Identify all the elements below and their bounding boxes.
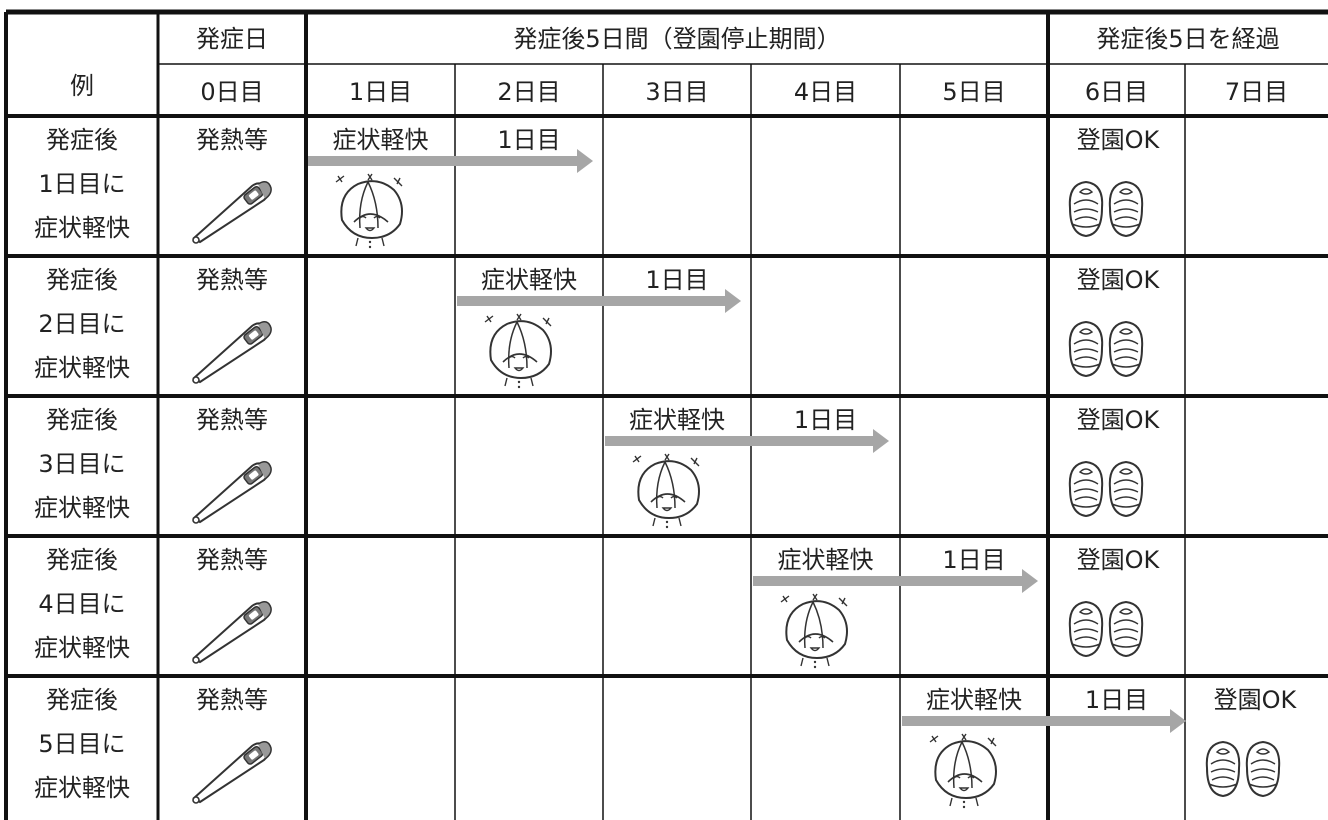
recovery-arrow-head: [1170, 709, 1186, 733]
thermometer-icon: [192, 601, 272, 664]
indoor-shoes-icon: [1205, 740, 1281, 798]
arrow-day-label: 1日目: [1085, 686, 1148, 714]
header-day-4: 4日目: [794, 78, 857, 106]
row-example-line: 症状軽快: [34, 214, 130, 242]
arrow-day-label: 1日目: [942, 546, 1005, 574]
recovery-arrow-head: [873, 429, 889, 453]
row-example-line: 5日目に: [38, 730, 125, 758]
header-day-2: 2日目: [497, 78, 560, 106]
recovery-arrow-head: [725, 289, 741, 313]
ok-label: 登園OK: [1077, 126, 1161, 154]
row-example-line: 症状軽快: [34, 634, 130, 662]
row-example-line: 発症後: [46, 406, 118, 434]
onset-label: 発熱等: [196, 546, 268, 574]
header-day-7: 7日目: [1225, 78, 1288, 106]
relief-label: 症状軽快: [926, 686, 1022, 714]
header-example: 例: [70, 72, 94, 100]
arrow-day-label: 1日目: [497, 126, 560, 154]
ok-label: 登園OK: [1077, 406, 1161, 434]
ok-label: 登園OK: [1077, 266, 1161, 294]
row-example-line: 発症後: [46, 546, 118, 574]
thermometer-icon: [192, 321, 272, 384]
child-face-icon: [780, 593, 848, 669]
row-example-line: 4日目に: [38, 590, 125, 618]
row-example-line: 1日目に: [38, 170, 125, 198]
recovery-arrow-shaft: [605, 436, 875, 446]
header-day-5: 5日目: [942, 78, 1005, 106]
ok-label: 登園OK: [1214, 686, 1298, 714]
row-example-line: 発症後: [46, 686, 118, 714]
onset-label: 発熱等: [196, 406, 268, 434]
row-example-line: 発症後: [46, 126, 118, 154]
arrow-day-label: 1日目: [645, 266, 708, 294]
onset-label: 発熱等: [196, 266, 268, 294]
thermometer-icon: [192, 741, 272, 804]
child-face-icon: [929, 733, 997, 809]
header-day-6: 6日目: [1085, 78, 1148, 106]
arrows-layer: [308, 149, 1186, 733]
indoor-shoes-icon: [1068, 180, 1144, 238]
recovery-arrow-head: [1022, 569, 1038, 593]
recovery-arrow-shaft: [902, 716, 1172, 726]
child-face-icon: [335, 173, 403, 249]
indoor-shoes-icon: [1068, 600, 1144, 658]
indoor-shoes-icon: [1068, 460, 1144, 518]
recovery-arrow-shaft: [308, 156, 579, 166]
relief-label: 症状軽快: [778, 546, 874, 574]
header-after-period: 発症後5日を経過: [1096, 25, 1279, 53]
icons-layer: [192, 173, 1281, 809]
recovery-arrow-shaft: [457, 296, 727, 306]
header-day-3: 3日目: [645, 78, 708, 106]
row-example-line: 症状軽快: [34, 354, 130, 382]
thermometer-icon: [192, 181, 272, 244]
recovery-arrow-shaft: [753, 576, 1024, 586]
arrow-day-label: 1日目: [794, 406, 857, 434]
thermometer-icon: [192, 461, 272, 524]
relief-label: 症状軽快: [481, 266, 577, 294]
relief-label: 症状軽快: [629, 406, 725, 434]
recovery-arrow-head: [577, 149, 593, 173]
header-day-0: 0日目: [200, 78, 263, 106]
child-face-icon: [484, 313, 552, 389]
table-grid-lines: [4, 9, 1328, 820]
header-suspension-period: 発症後5日間（登園停止期間）: [513, 25, 840, 53]
row-example-line: 3日目に: [38, 450, 125, 478]
onset-label: 発熱等: [196, 686, 268, 714]
row-example-line: 症状軽快: [34, 494, 130, 522]
onset-label: 発熱等: [196, 126, 268, 154]
header-onset-day: 発症日: [196, 25, 268, 53]
ok-label: 登園OK: [1077, 546, 1161, 574]
row-example-line: 発症後: [46, 266, 118, 294]
text-layer: 例 発症日 発症後5日間（登園停止期間） 発症後5日を経過 0日目 1日目 2日目 3日目 4日…: [34, 25, 1298, 802]
child-face-icon: [632, 453, 700, 529]
row-example-line: 2日目に: [38, 310, 125, 338]
row-example-line: 症状軽快: [34, 774, 130, 802]
indoor-shoes-icon: [1068, 320, 1144, 378]
relief-label: 症状軽快: [333, 126, 429, 154]
header-day-1: 1日目: [349, 78, 412, 106]
